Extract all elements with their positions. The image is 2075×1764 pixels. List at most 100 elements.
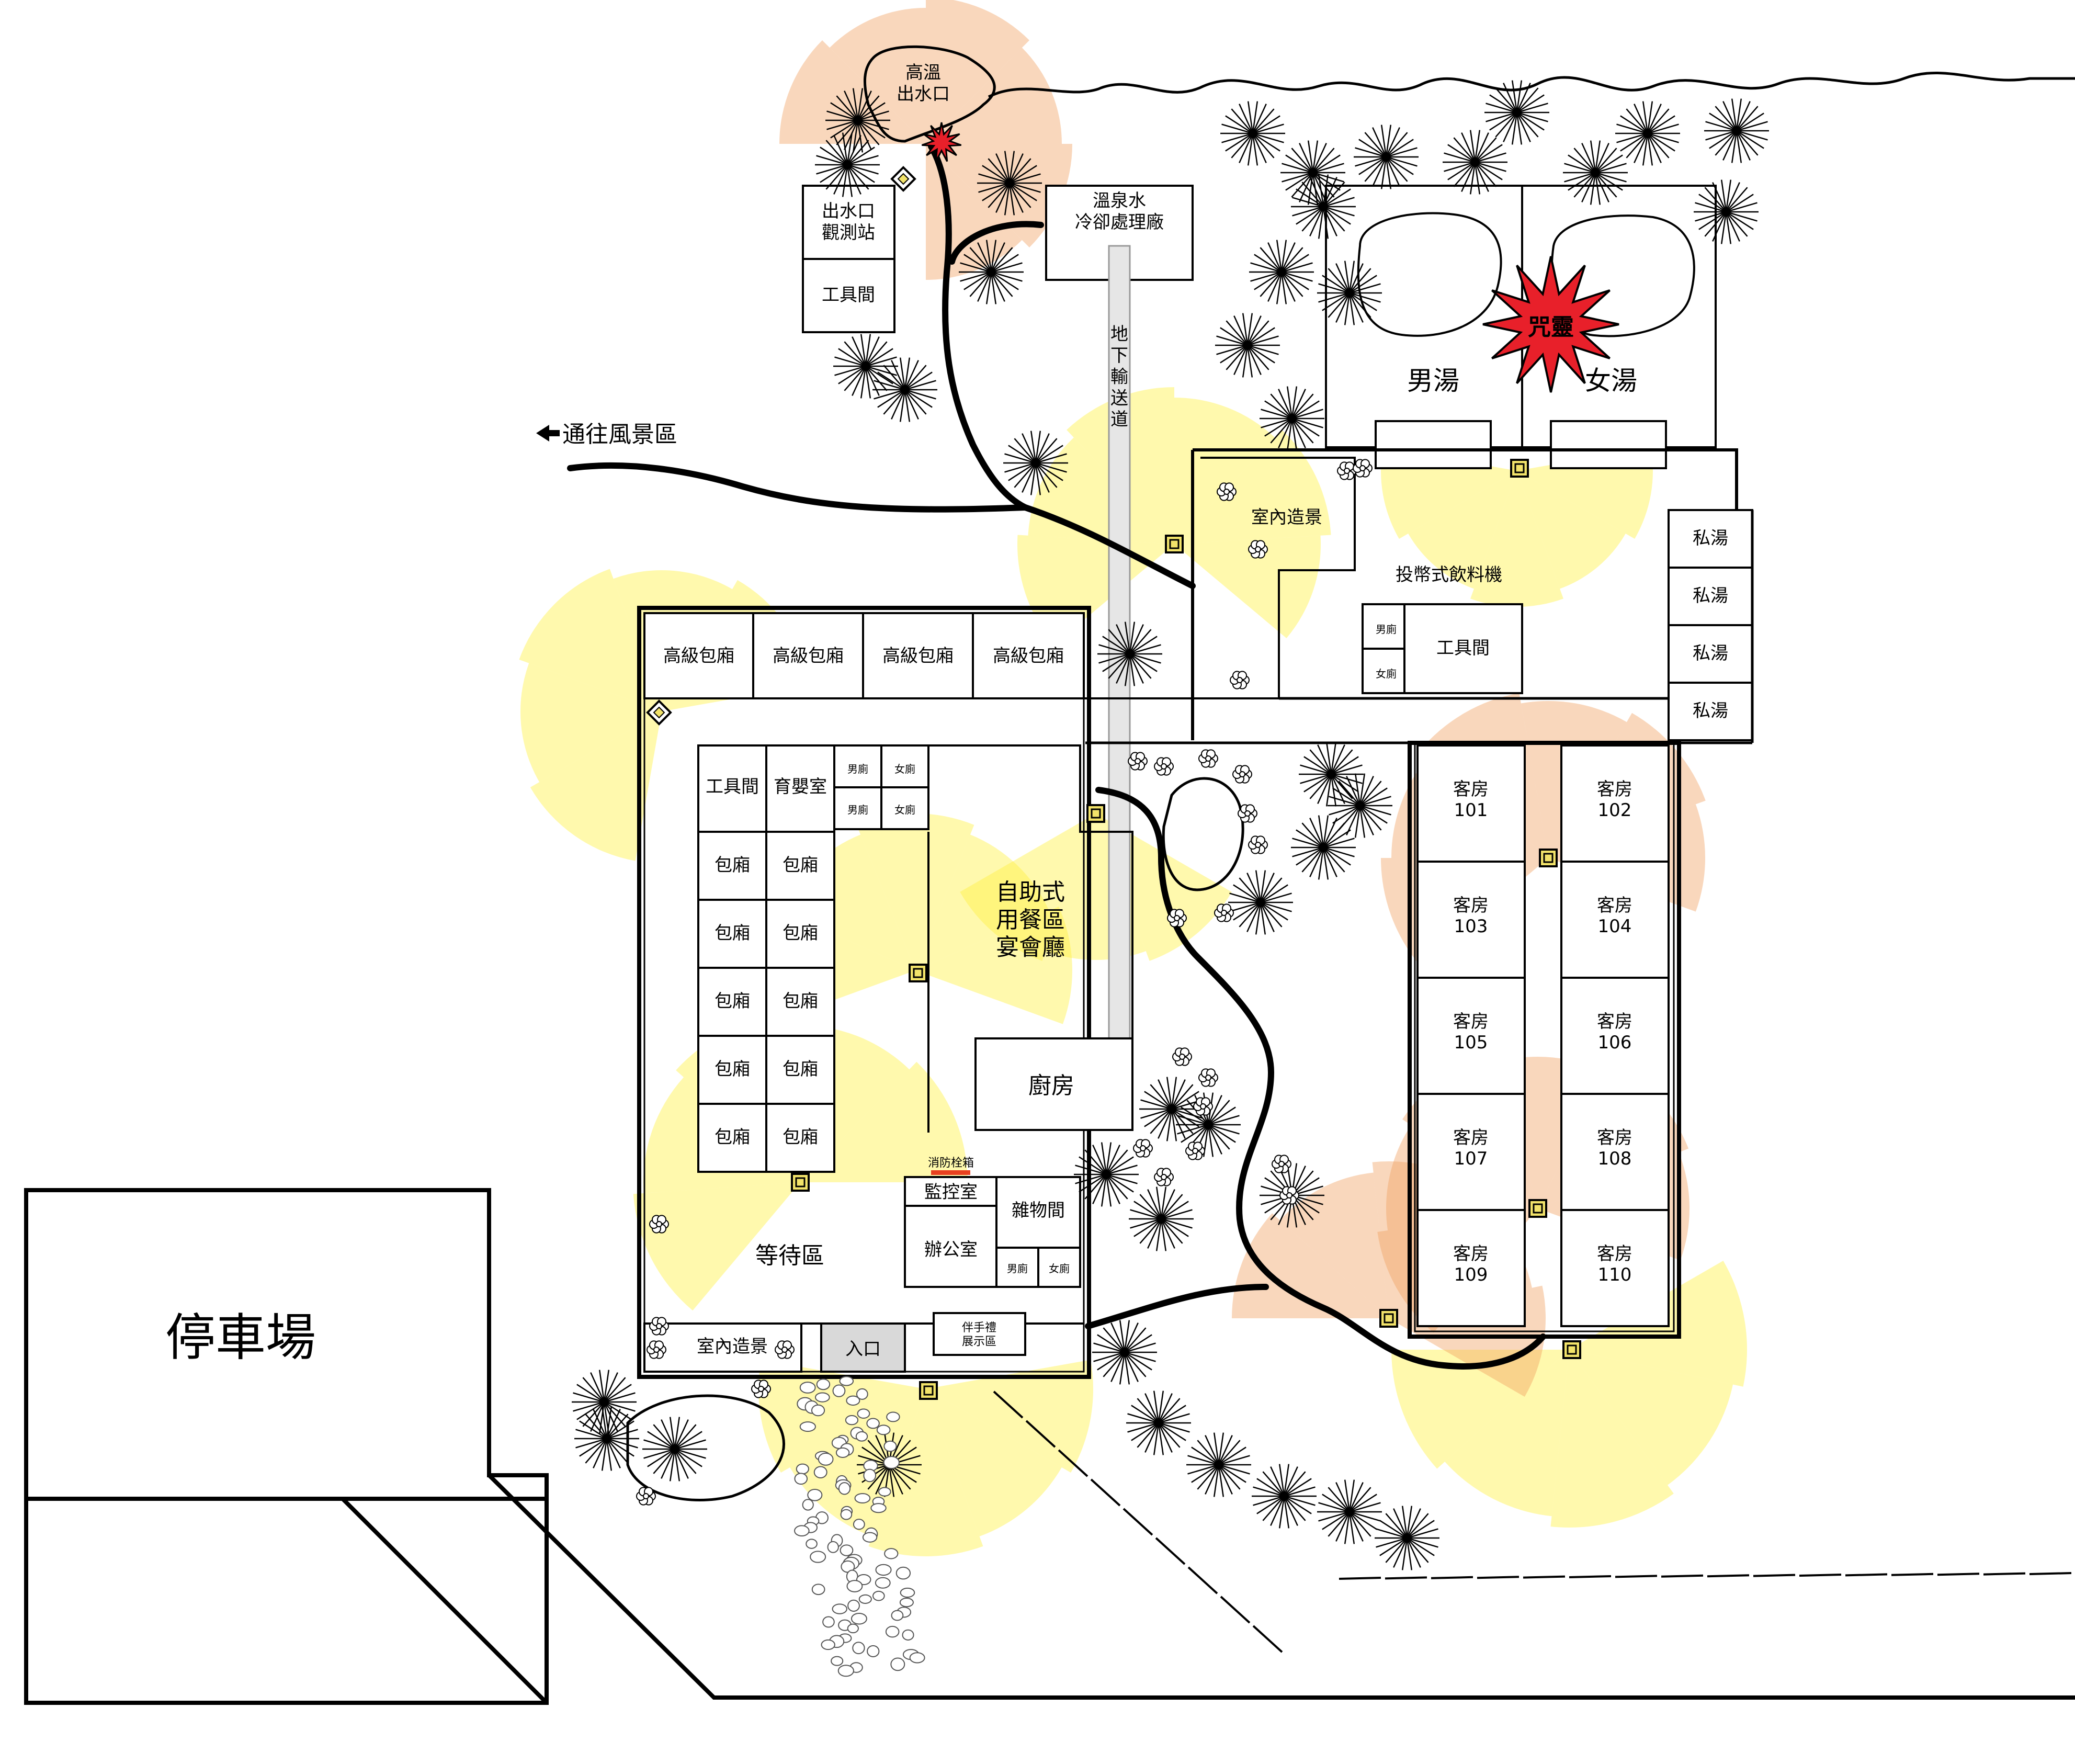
private-room-label: 包廂 [783, 1059, 818, 1080]
flower-shrub-icon [1248, 835, 1268, 854]
flower-shrub-icon [1185, 1141, 1205, 1160]
stepping-stone [837, 1665, 854, 1677]
palm-tree-icon [642, 1417, 707, 1482]
stepping-stone [857, 1408, 870, 1419]
camera-coverage-wedge [915, 906, 1072, 1024]
buffet-label: 自助式用餐區宴會廳 [996, 879, 1065, 961]
guest-room [1416, 861, 1526, 979]
premium-room-label: 高級包廂 [663, 646, 734, 666]
security-camera-icon [1086, 804, 1105, 823]
camera-coverage-wedge [1550, 1350, 1674, 1528]
monitor-room-label: 監控室 [924, 1182, 978, 1203]
entrance-door[interactable] [820, 1322, 906, 1373]
stepping-stone [847, 1623, 859, 1634]
flower-shrub-icon [751, 1379, 771, 1398]
palm-tree-icon [1003, 431, 1068, 495]
premium-room-label: 高級包廂 [882, 646, 954, 666]
camera-coverage-wedge [915, 834, 1049, 970]
stepping-stone [858, 1594, 872, 1604]
stepping-stone [853, 1519, 865, 1530]
palm-tree-icon [1299, 742, 1364, 807]
stepping-stone [799, 1421, 816, 1432]
stepping-stone [794, 1473, 808, 1485]
fence-segment [1025, 1420, 1056, 1448]
fence-segment [1431, 1576, 1473, 1579]
palm-tree-icon [1129, 1186, 1194, 1251]
cooling-plant-label: 溫泉水冷卻處理廠 [1075, 190, 1164, 233]
guest-room-number: 108 [1598, 1148, 1632, 1169]
palm-tree-icon [1186, 1432, 1251, 1497]
camera-coverage-wedge [530, 711, 662, 861]
private-room-label: 包廂 [783, 923, 818, 944]
camera-coverage-wedge [868, 1389, 983, 1556]
fence-segment [1090, 1478, 1121, 1507]
stepping-stone [847, 1599, 860, 1612]
guest-room-number: 101 [1454, 800, 1488, 821]
private-room [697, 899, 767, 969]
guest-room-number: 105 [1454, 1032, 1488, 1053]
stepping-stone [866, 1418, 880, 1429]
security-camera-icon [1379, 1309, 1398, 1328]
fence-segment [1122, 1508, 1153, 1536]
private-bath-label: 私湯 [1693, 700, 1728, 721]
stepping-stone [827, 1541, 839, 1553]
kitchen-label: 廚房 [1028, 1072, 1074, 1099]
parking-ramp [26, 1474, 2075, 1704]
premium-room-label: 高級包廂 [993, 646, 1064, 666]
security-camera-icon [1562, 1340, 1581, 1359]
garden-pond [1162, 777, 1244, 891]
fence-segment [2029, 1572, 2072, 1575]
camera-coverage-wedge [1174, 535, 1321, 638]
stepping-stone [816, 1378, 831, 1390]
flower-shrub-icon [1154, 757, 1174, 776]
east-wing-inner [1414, 742, 1675, 1332]
indoor-garden-north-label: 室內造景 [1251, 507, 1322, 528]
guest-room [1560, 977, 1670, 1095]
fence-lines [993, 1390, 2072, 1653]
waiting-area-label: 等待區 [755, 1242, 824, 1269]
palm-tree-icon [815, 132, 880, 197]
stepping-stone [806, 1539, 818, 1549]
fence-segment [1845, 1573, 1888, 1577]
main-building-outer [637, 606, 1091, 1379]
camera-coverage-wedge [1517, 447, 1653, 539]
storage-label: 雜物間 [1012, 1200, 1065, 1221]
stepping-stone [883, 1440, 897, 1452]
stepping-stone [846, 1580, 863, 1592]
tool-room-mid [1403, 603, 1523, 694]
flower-shrub-icon [649, 1215, 669, 1234]
guest-room-label: 客房 [1597, 1011, 1632, 1032]
hazard-starburst-icon [921, 122, 962, 162]
security-camera-icon [1165, 535, 1184, 553]
flower-shrub-icon [1238, 804, 1257, 823]
stepping-stone [840, 1544, 854, 1556]
fence-segment [1937, 1573, 1980, 1576]
path-garden-east [1095, 787, 1546, 1370]
private-room-label: 包廂 [783, 855, 818, 876]
flower-shrub-icon [649, 1317, 669, 1336]
camera-coverage-wedge [1569, 1350, 1733, 1485]
stepping-stone [852, 1642, 865, 1655]
stepping-stone [909, 1652, 925, 1664]
stepping-stone [895, 1566, 911, 1580]
camera-coverage-wedge [1391, 1350, 1569, 1469]
guest-room-label: 客房 [1597, 895, 1632, 916]
private-room-label: 包廂 [783, 991, 818, 1012]
camera-coverage-wedge [856, 813, 974, 970]
guest-room-number: 106 [1598, 1032, 1632, 1053]
palm-tree-icon [977, 151, 1042, 216]
guest-room-label: 客房 [1453, 779, 1489, 800]
palm-tree-icon [872, 357, 937, 422]
stepping-stone [832, 1603, 847, 1614]
guest-room [1416, 1209, 1526, 1327]
restroom-f-west-2-label: 女廁 [894, 804, 915, 816]
palm-tree-icon [1074, 1142, 1139, 1207]
private-room-label: 包廂 [783, 1127, 818, 1148]
restroom-m-west-2 [833, 786, 882, 830]
stepping-stone [872, 1590, 885, 1601]
dining-hall-walls [928, 744, 1133, 1130]
palm-tree-icon [1354, 125, 1419, 189]
stepping-stone [831, 1656, 844, 1666]
guest-room-number: 107 [1454, 1148, 1488, 1169]
